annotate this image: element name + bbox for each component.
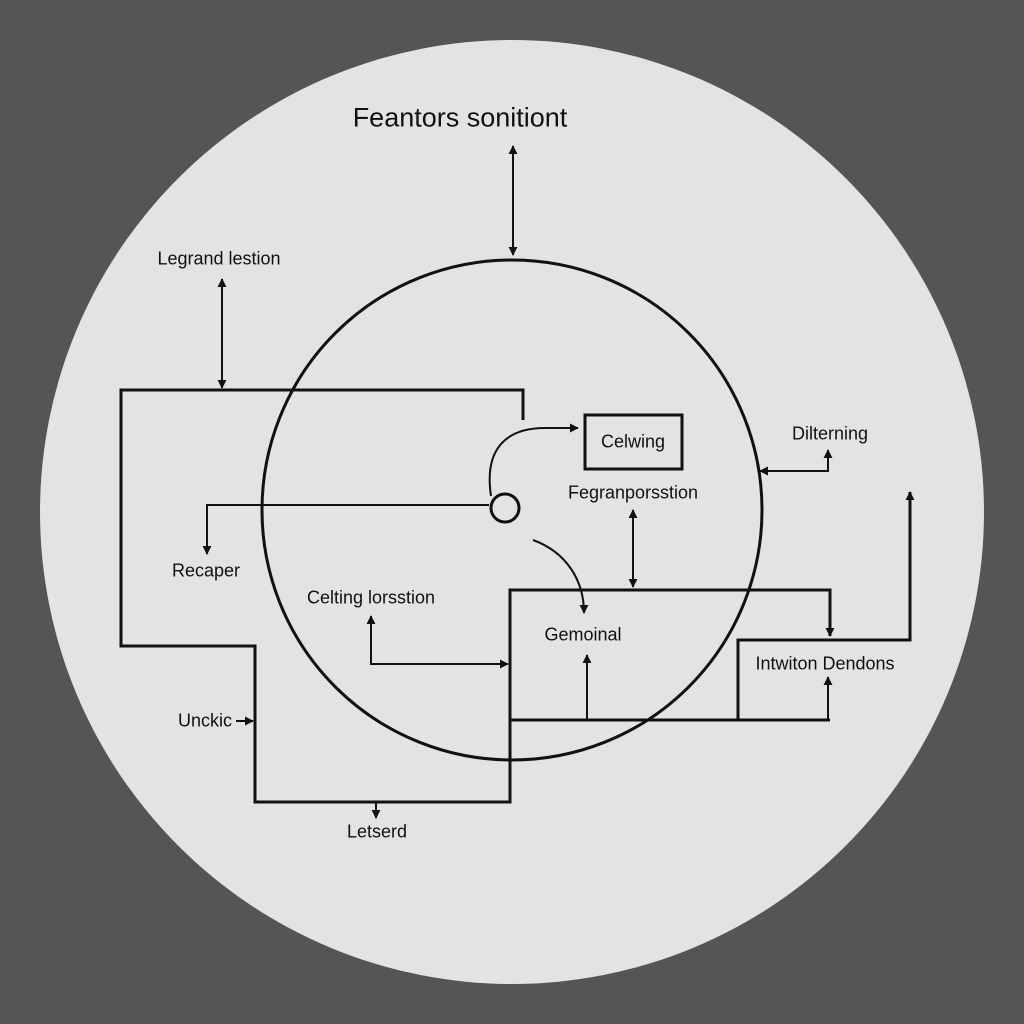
main-circle <box>260 258 764 762</box>
label-dilterning: Dilterning <box>791 423 869 444</box>
node-to-celwing-arrow <box>488 423 579 497</box>
label-celwing: Celwing <box>600 431 666 452</box>
left-frame <box>119 388 835 804</box>
label-gemoinal: Gemoinal <box>544 624 622 645</box>
diagram-title: Feantors sonitiont <box>352 102 568 133</box>
recaper-arrow <box>202 504 489 555</box>
label-celting-lorsstion: Celting lorsstion <box>306 587 436 608</box>
label-unckic: Unckic <box>177 710 233 731</box>
label-legrand-lestion: Legrand lestion <box>157 248 281 269</box>
label-recaper: Recaper <box>171 560 241 581</box>
label-letserd: Letserd <box>346 821 408 842</box>
background-disc <box>40 40 984 984</box>
celting-arrow <box>366 615 509 669</box>
gemoinal-curve-arrow <box>532 539 589 614</box>
label-fegranporsstion: Fegranporsstion <box>567 482 699 503</box>
right-connector <box>736 491 915 720</box>
celwing-box <box>583 413 684 471</box>
dilterning-arrow <box>759 449 833 476</box>
center-node <box>489 492 521 524</box>
label-intwiton-dendons: Intwiton Dendons <box>755 653 895 674</box>
